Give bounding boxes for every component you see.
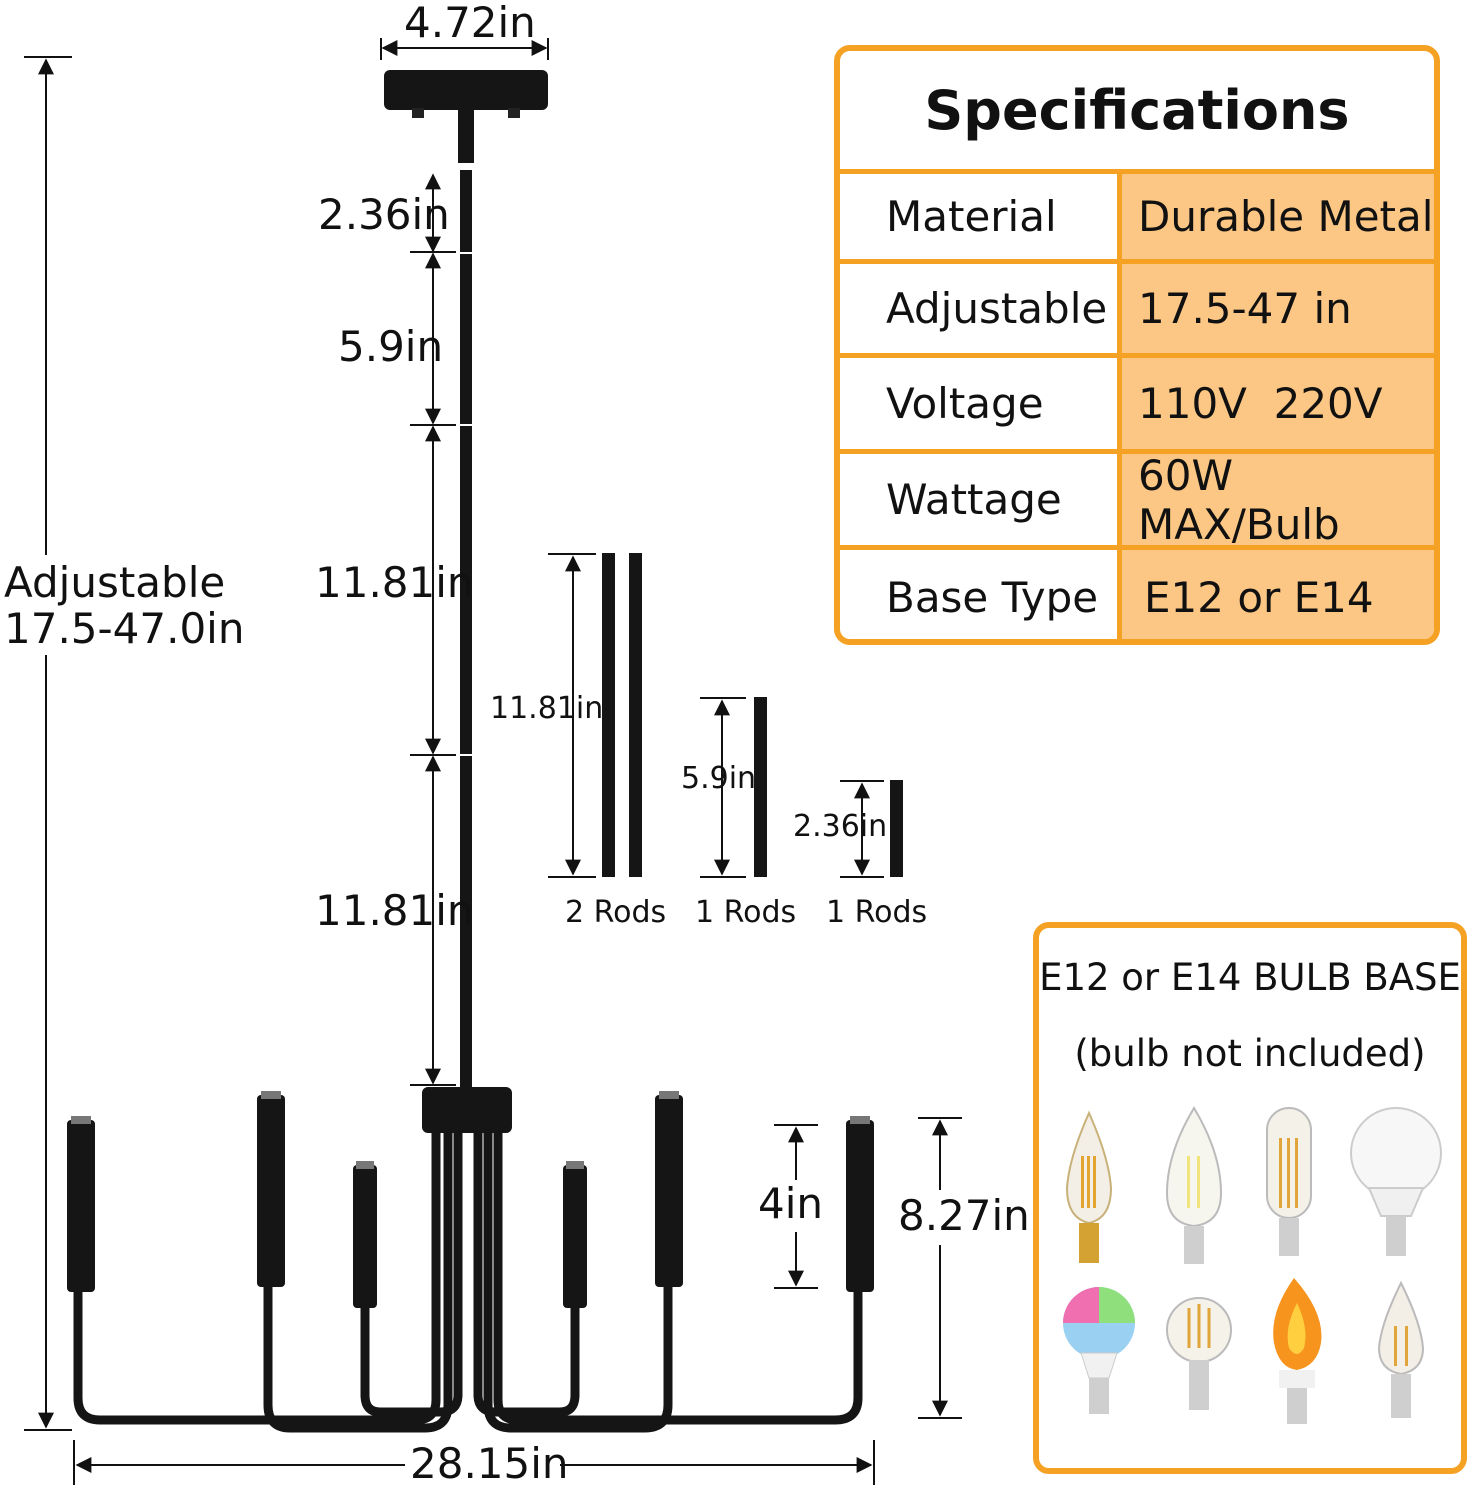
spec-value: 110V 220V (1122, 358, 1434, 449)
rod-11-81-a-label: 11.81in (315, 558, 474, 607)
rgb-led-bulb-icon (1063, 1287, 1135, 1414)
candle-flame-tip-bulb-icon (1065, 1110, 1113, 1263)
spec-value: E12 or E14 (1122, 550, 1434, 639)
rod-count-label: 2 Rods (565, 895, 667, 930)
canopy-width-label: 4.72in (404, 0, 536, 47)
bulb-gallery (1063, 1106, 1442, 1424)
spec-value: 17.5-47 in (1122, 264, 1434, 353)
bulb-base-title: E12 or E14 BULB BASE (1039, 956, 1461, 999)
dimension-lines (24, 38, 962, 1485)
fixture-hub (73, 1087, 863, 1433)
total-width-label: 28.15in (410, 1439, 569, 1488)
spec-key: Voltage (840, 358, 1122, 449)
spec-row-material: Material Durable Metal (840, 169, 1434, 259)
spare-rods (602, 553, 903, 877)
round-filament-bulb-icon (1166, 1297, 1232, 1410)
spec-row-adjustable: Adjustable 17.5-47 in (840, 259, 1434, 353)
spec-key: Base Type (840, 550, 1122, 639)
specifications-table: Specifications Material Durable Metal Ad… (834, 45, 1440, 645)
spec-row-base-type: Base Type E12 or E14 (840, 545, 1434, 639)
body-height-label: 8.27in (898, 1191, 1030, 1240)
adjustable-label: Adjustable (4, 558, 226, 607)
candle-sockets (67, 1091, 874, 1308)
globe-led-bulb-icon (1350, 1107, 1442, 1256)
spec-row-wattage: Wattage 60W MAX/Bulb (840, 449, 1434, 549)
central-rod (460, 170, 472, 1088)
rod-count-label: 1 Rods (826, 895, 928, 930)
spec-value: Durable Metal (1122, 174, 1434, 259)
rod-length-label: 2.36in (793, 809, 888, 844)
bent-tip-candle-bulb-icon (1377, 1280, 1425, 1418)
tubular-bulb-icon (1266, 1107, 1312, 1256)
rod-11-81-b-label: 11.81in (315, 886, 474, 935)
spec-row-voltage: Voltage 110V 220V (840, 353, 1434, 449)
ceiling-canopy (384, 70, 548, 163)
bulb-base-subtitle: (bulb not included) (1074, 1032, 1426, 1075)
candle-bulb-icon (1165, 1106, 1223, 1264)
bulb-base-panel: E12 or E14 BULB BASE (bulb not included) (1033, 922, 1467, 1474)
rod-5-9-label: 5.9in (338, 322, 444, 371)
specifications-title: Specifications (924, 78, 1350, 142)
spec-value: 60W MAX/Bulb (1122, 451, 1434, 549)
spec-key: Wattage (840, 454, 1122, 545)
rod-2-36-label: 2.36in (318, 190, 450, 239)
arm-height-label: 4in (758, 1179, 824, 1228)
rod-count-label: 1 Rods (695, 895, 797, 930)
adjustable-range: 17.5-47.0in (4, 604, 245, 653)
flame-effect-bulb-icon (1273, 1278, 1322, 1424)
rod-length-label: 11.81in (490, 691, 604, 726)
spec-key: Material (840, 174, 1122, 259)
rod-length-label: 5.9in (681, 761, 757, 796)
spec-key: Adjustable (840, 264, 1122, 353)
